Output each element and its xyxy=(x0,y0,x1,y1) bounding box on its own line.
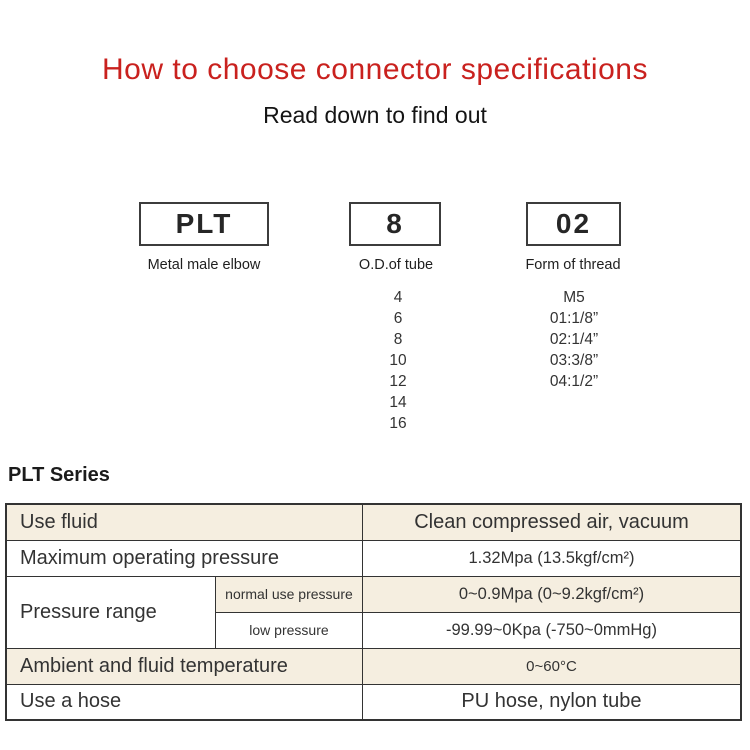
code-label-tube-size: O.D.of tube xyxy=(358,257,434,273)
table-row: Use fluid Clean compressed air, vacuum xyxy=(5,503,742,541)
row-value: 1.32Mpa (13.5kgf/cm²) xyxy=(361,539,742,577)
code-box-tube-size: 8 xyxy=(349,202,441,246)
row-label: Use a hose xyxy=(5,683,363,721)
row-sub-label: low pressure xyxy=(214,611,363,649)
tube-option: 10 xyxy=(389,352,407,369)
row-value: 0~60°C xyxy=(361,647,742,685)
table-row: Pressure range normal use pressure 0~0.9… xyxy=(5,575,742,649)
tube-option: 8 xyxy=(393,331,403,348)
thread-option: 02:1/4” xyxy=(549,331,599,348)
spec-table: Use fluid Clean compressed air, vacuum M… xyxy=(5,503,742,721)
tube-option: 12 xyxy=(389,373,407,390)
row-label: Use fluid xyxy=(5,503,363,541)
code-label-model: Metal male elbow xyxy=(147,257,261,273)
thread-option: 04:1/2” xyxy=(549,373,599,390)
table-row: Use a hose PU hose, nylon tube xyxy=(5,683,742,721)
tube-size-options: 4 6 8 10 12 14 16 xyxy=(298,287,498,434)
tube-option: 4 xyxy=(393,289,403,306)
code-box-thread-form: 02 xyxy=(526,202,621,246)
row-value: PU hose, nylon tube xyxy=(361,683,742,721)
tube-option: 6 xyxy=(393,310,403,327)
row-value: Clean compressed air, vacuum xyxy=(361,503,742,541)
code-box-model: PLT xyxy=(139,202,269,246)
thread-option: 01:1/8” xyxy=(549,310,599,327)
thread-form-options: M5 01:1/8” 02:1/4” 03:3/8” 04:1/2” xyxy=(474,287,674,392)
row-value: -99.99~0Kpa (-750~0mmHg) xyxy=(361,611,742,649)
thread-option: M5 xyxy=(563,289,585,306)
code-label-thread-form: Form of thread xyxy=(525,257,621,273)
tube-option: 14 xyxy=(389,394,407,411)
page-subtitle: Read down to find out xyxy=(263,102,487,128)
table-row: low pressure -99.99~0Kpa (-750~0mmHg) xyxy=(6,611,742,649)
series-heading: PLT Series xyxy=(8,464,110,486)
row-label: Ambient and fluid temperature xyxy=(5,647,363,685)
row-value: 0~0.9Mpa (0~9.2kgf/cm²) xyxy=(361,575,742,613)
row-label: Pressure range xyxy=(5,575,216,649)
table-row: Maximum operating pressure 1.32Mpa (13.5… xyxy=(5,539,742,577)
tube-option: 16 xyxy=(389,415,407,432)
table-row: Ambient and fluid temperature 0~60°C xyxy=(5,647,742,685)
page-title: How to choose connector specifications xyxy=(102,53,648,86)
row-label: Maximum operating pressure xyxy=(5,539,363,577)
row-sub-label: normal use pressure xyxy=(214,575,363,613)
thread-option: 03:3/8” xyxy=(549,352,599,369)
